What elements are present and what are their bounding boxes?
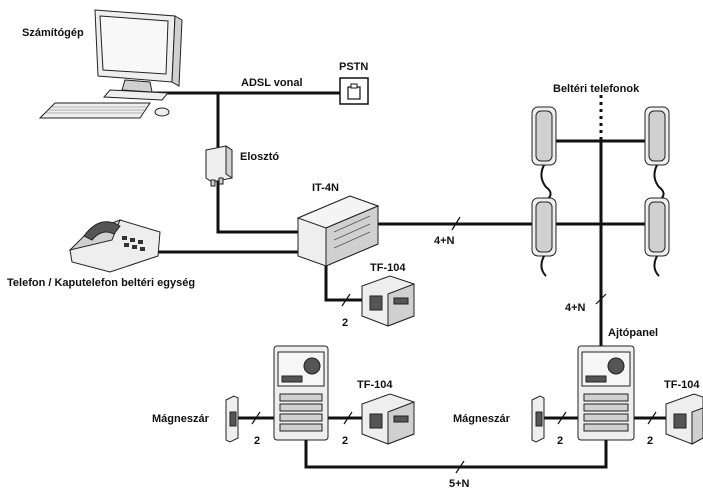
splitter-icon (205, 145, 233, 187)
label-phone-unit: Telefon / Kaputelefon beltéri egység (7, 277, 195, 289)
tick-left-tf (343, 411, 353, 425)
indoor-handset-icon (531, 106, 557, 200)
label-wire-lock-right: 2 (557, 435, 563, 447)
magnetic-lock-icon (531, 395, 545, 443)
label-wire-tf-right: 2 (647, 435, 653, 447)
tick-right-tf (647, 411, 657, 425)
tf104-power-supply-icon (665, 393, 703, 445)
door-panel-icon (577, 345, 635, 441)
label-indoor-phones: Beltéri telefonok (553, 83, 640, 95)
label-wire-lock-left: 2 (254, 435, 260, 447)
tick-left-lock (251, 411, 261, 425)
diagram-labels: Számítógép PSTN ADSL vonal Elosztó Belté… (7, 27, 700, 490)
label-bus-5n: 5+N (449, 478, 470, 490)
indoor-handset-icon (644, 106, 670, 200)
label-wire-tf-top: 2 (342, 317, 348, 329)
tick-4n-horizontal (451, 216, 461, 231)
tick-4n-vertical (595, 293, 607, 305)
door-panel-icon (273, 345, 329, 441)
desk-phone-icon (68, 219, 161, 273)
computer-icon (38, 9, 183, 119)
label-computer: Számítógép (22, 27, 84, 39)
label-tf104-top: TF-104 (370, 262, 406, 274)
wire-count-ticks (251, 216, 657, 474)
label-splitter: Elosztó (240, 151, 279, 163)
label-pstn: PSTN (339, 61, 368, 73)
label-it4n: IT-4N (312, 182, 339, 194)
label-bus-4n-vertical: 4+N (565, 302, 586, 314)
label-bus-4n-horizontal: 4+N (434, 235, 455, 247)
tf104-power-supply-icon (361, 275, 415, 327)
label-tf104-right: TF-104 (664, 379, 700, 391)
pstn-socket-icon (339, 77, 369, 105)
magnetic-lock-icon (225, 395, 239, 443)
tick-tf-top (341, 293, 351, 307)
label-door-panel: Ajtópanel (608, 327, 658, 339)
label-adsl-line: ADSL vonal (241, 77, 303, 89)
label-wire-tf-mid: 2 (342, 435, 348, 447)
indoor-handset-icon (644, 197, 670, 277)
it4n-module-icon (296, 195, 380, 267)
label-magnet-lock-right: Mágneszár (453, 413, 511, 425)
tf104-power-supply-icon (361, 393, 415, 445)
tick-right-lock (557, 411, 567, 425)
label-tf104-mid: TF-104 (357, 379, 393, 391)
tick-5n (455, 460, 465, 474)
indoor-handset-icon (531, 197, 557, 277)
label-magnet-lock-left: Mágneszár (152, 413, 210, 425)
